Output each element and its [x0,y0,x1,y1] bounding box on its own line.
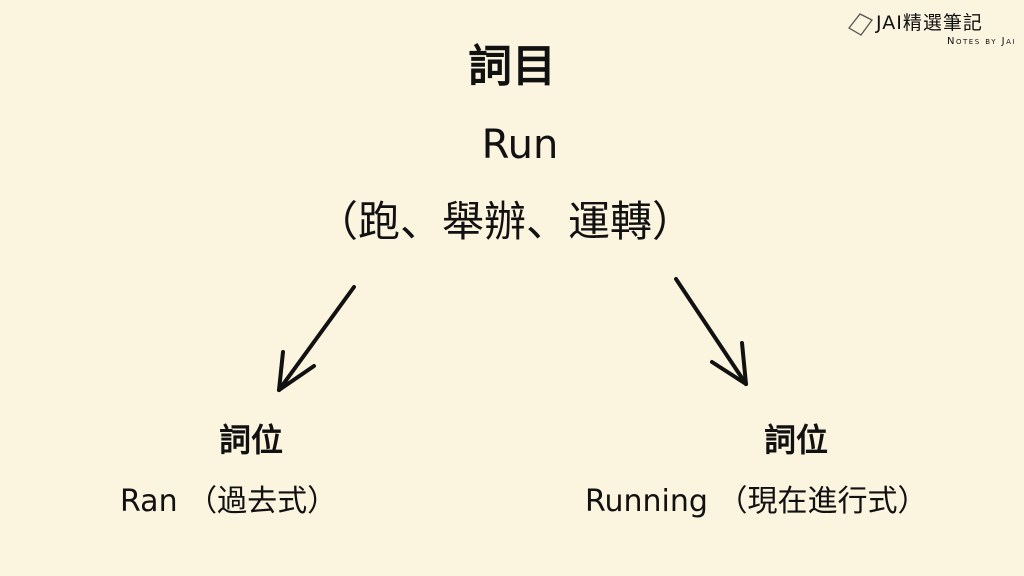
branch-right-form: Running （現在進行式） [585,484,928,519]
branch-right-label: 詞位 [764,421,829,459]
branch-left-form: Ran （過去式） [120,484,338,519]
arrow-left [277,285,356,392]
logo-text: JAI精選筆記 [876,12,983,34]
arrow-right [674,277,748,386]
diagram-title: 詞目 [468,41,556,92]
logo-subtitle: Notes by Jai [947,36,1016,47]
notebook-icon [848,13,873,36]
logo: JAI精選筆記 Notes by Jai [846,8,1016,54]
root-word: Run [481,122,559,168]
branch-left-label: 詞位 [219,421,284,459]
root-meaning: （跑、舉辦、運轉） [315,197,694,246]
